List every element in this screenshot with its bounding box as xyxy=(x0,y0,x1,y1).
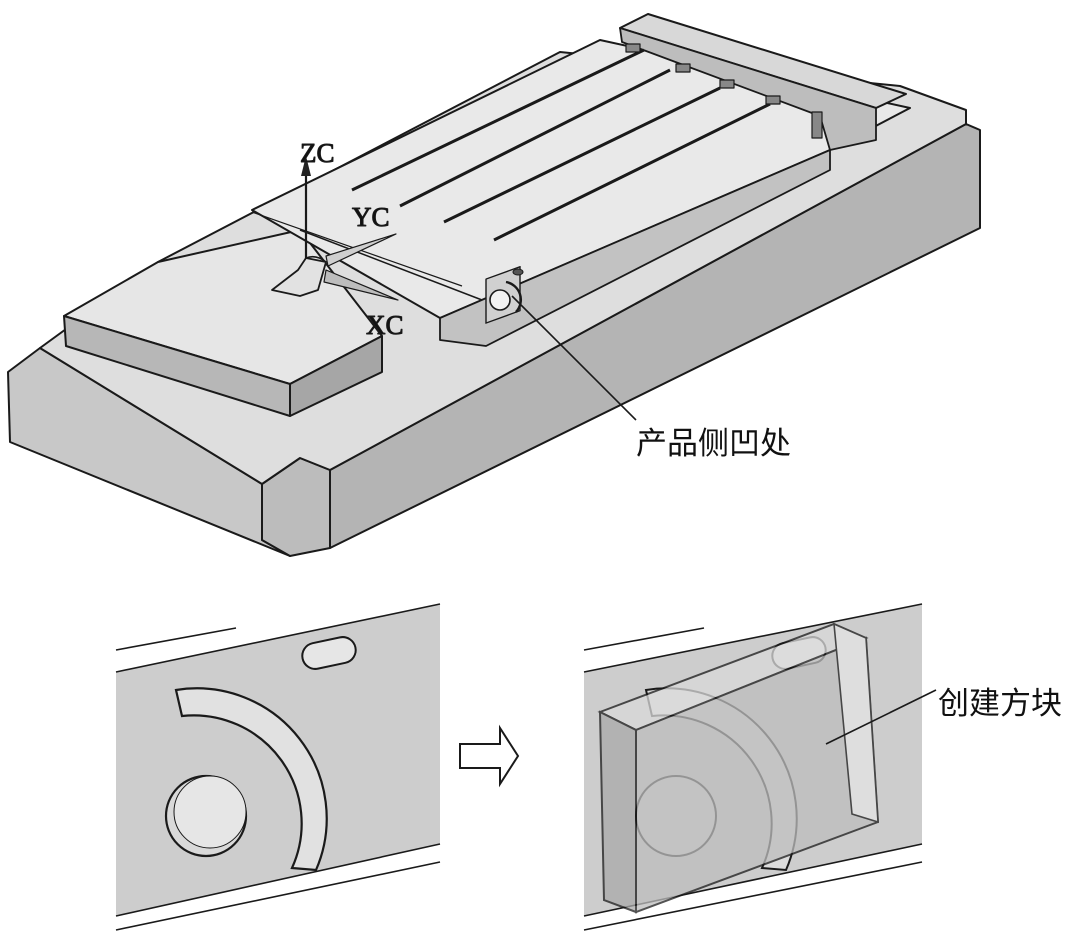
transform-arrow-icon xyxy=(459,724,520,788)
y-axis-label: YC xyxy=(352,202,390,232)
mold-core-3d-view: ZC YC XC xyxy=(7,13,981,557)
undercut-callout: 产品侧凹处 xyxy=(636,426,791,461)
undercut-feature xyxy=(485,265,524,324)
coordinate-system xyxy=(271,156,399,301)
block-callout: 创建方块 xyxy=(938,686,1062,721)
x-axis xyxy=(323,269,399,301)
insert-plate-side xyxy=(439,149,831,347)
product-ribs xyxy=(351,48,771,242)
z-axis-label: ZC xyxy=(300,138,335,168)
undercut-leader-line xyxy=(511,295,637,421)
arc-rib-feature xyxy=(174,687,328,872)
parting-line xyxy=(299,229,483,301)
slot-feature xyxy=(301,636,357,670)
created-block xyxy=(597,622,880,914)
detail-before xyxy=(115,603,441,931)
left-block-side xyxy=(289,335,383,417)
y-axis xyxy=(325,233,397,267)
x-axis-label: XC xyxy=(366,310,404,340)
pins xyxy=(625,43,823,139)
detail-after xyxy=(583,603,937,931)
block-leader-line xyxy=(825,689,937,745)
rear-rail-front xyxy=(619,27,877,151)
